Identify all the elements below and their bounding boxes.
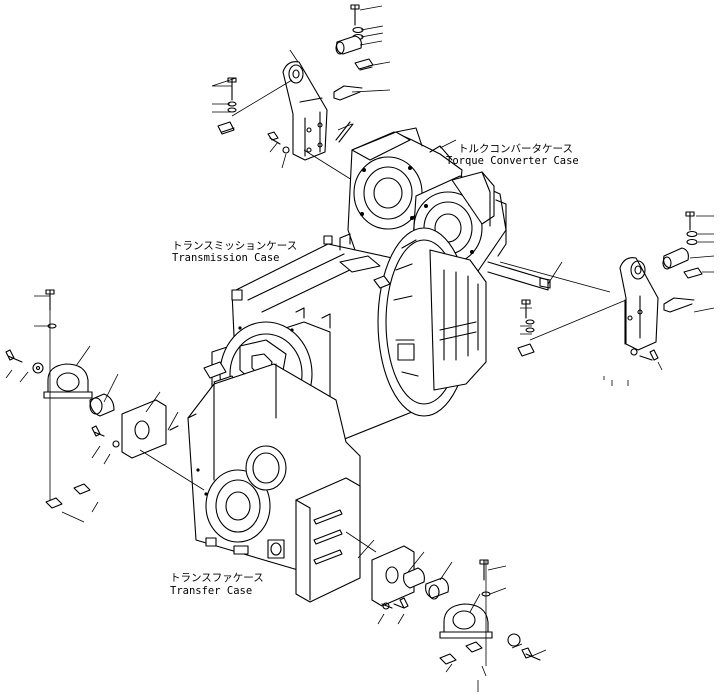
transfer-case bbox=[187, 363, 361, 603]
label-transmission-en: Transmission Case bbox=[172, 252, 280, 264]
label-torque-converter-en: Torque Converter Case bbox=[446, 155, 579, 167]
lower-right-mount bbox=[371, 545, 541, 665]
label-transmission-jp: トランスミッションケース bbox=[172, 240, 298, 252]
left-front-mount bbox=[5, 289, 179, 509]
label-transfer-jp: トランスファケース bbox=[170, 572, 264, 584]
top-leader-lines bbox=[211, 5, 391, 181]
label-torque-converter-jp: トルクコンバータケース bbox=[458, 143, 573, 155]
right-leader-lines bbox=[499, 215, 715, 386]
label-transfer-en: Transfer Case bbox=[170, 585, 253, 597]
right-mount-bracket bbox=[487, 211, 703, 361]
top-mount-bracket bbox=[217, 4, 374, 161]
tc-leader bbox=[439, 139, 457, 149]
lower-right-leader-lines bbox=[345, 531, 547, 692]
left-leader-lines bbox=[5, 295, 205, 523]
